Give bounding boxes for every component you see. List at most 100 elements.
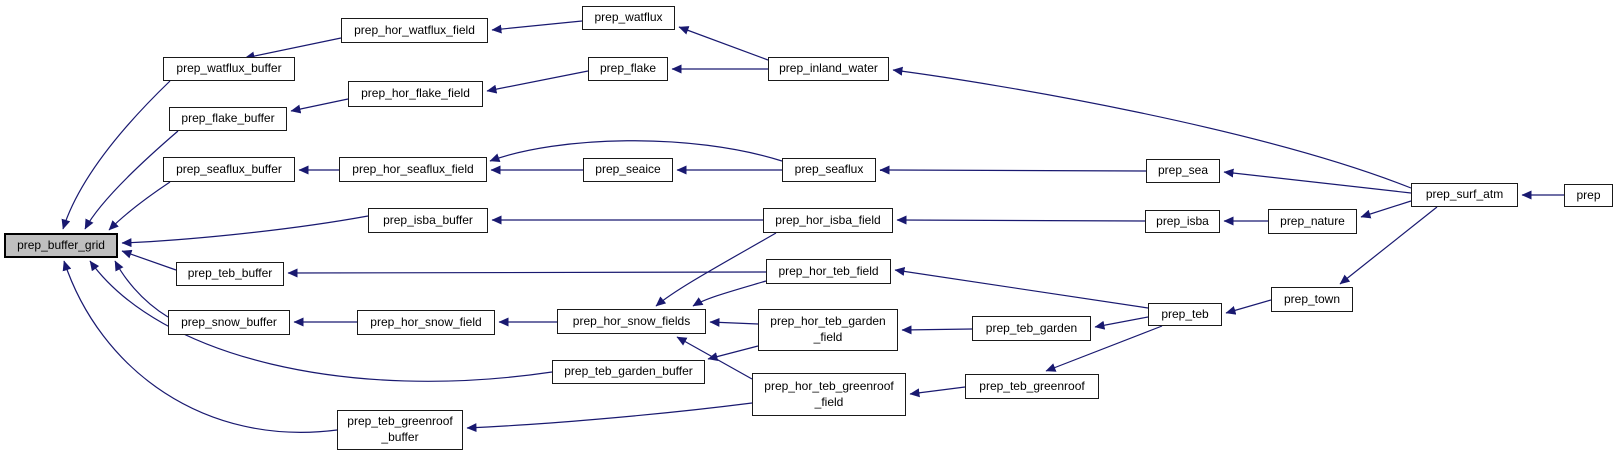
node-label-line: _field [814, 394, 844, 409]
edge-prep_hor_teb_garden_field-to-prep_hor_snow_fields [709, 317, 759, 327]
node-prep_hor_teb_greenroof_field[interactable]: prep_hor_teb_greenroof_field [752, 373, 906, 416]
node-prep_isba[interactable]: prep_isba [1145, 210, 1220, 233]
node-prep_hor_flake_field[interactable]: prep_hor_flake_field [348, 81, 483, 107]
node-label: prep_hor_watflux_field [354, 22, 475, 37]
node-label: prep_teb_greenroof [979, 378, 1085, 393]
edge-prep_surf_atm-to-prep_town [1339, 206, 1438, 285]
node-prep_teb_garden_buffer[interactable]: prep_teb_garden_buffer [552, 360, 705, 384]
node-label: prep_isba [1156, 213, 1209, 228]
edge-prep_inland_water-to-prep_watflux [678, 26, 769, 61]
node-label: prep_town [1283, 291, 1341, 306]
node-prep_hor_snow_fields[interactable]: prep_hor_snow_fields [557, 309, 706, 334]
edge-prep_sea-to-prep_seaflux [879, 165, 1147, 175]
node-label: prep_hor_snow_field [370, 314, 482, 329]
node-label: prep_inland_water [779, 61, 878, 76]
edge-prep_teb-to-prep_teb_garden [1094, 316, 1149, 330]
node-prep_flake[interactable]: prep_flake [588, 57, 668, 81]
node-prep_hor_isba_field[interactable]: prep_hor_isba_field [763, 208, 893, 233]
node-prep_nature[interactable]: prep_nature [1268, 209, 1357, 234]
node-label: prep_teb_buffer [187, 266, 273, 281]
node-label: prep_surf_atm [1425, 187, 1504, 202]
edge-prep_teb_greenroof_buffer-to-prep_buffer_grid [62, 260, 338, 433]
node-prep_seaice[interactable]: prep_seaice [583, 158, 673, 182]
edge-prep_flake_buffer-to-prep_buffer_grid [84, 130, 179, 230]
edge-prep_watflux_buffer-to-prep_buffer_grid [61, 80, 171, 230]
edge-prep_flake-to-prep_hor_flake_field [486, 70, 589, 94]
node-label: prep_sea [1157, 163, 1209, 178]
node-label: prep_teb_garden [985, 320, 1078, 335]
node-label: prep_teb [1161, 306, 1209, 321]
node-prep_surf_atm[interactable]: prep_surf_atm [1411, 183, 1518, 207]
edge-prep_surf_atm-to-prep_inland_water [892, 66, 1412, 189]
edge-prep_teb_garden_buffer-to-prep_buffer_grid [89, 260, 553, 382]
node-prep_hor_snow_field[interactable]: prep_hor_snow_field [357, 310, 495, 335]
edge-prep_teb_buffer-to-prep_buffer_grid [121, 249, 177, 271]
edge-prep_seaflux_buffer-to-prep_buffer_grid [108, 181, 171, 231]
node-prep[interactable]: prep [1564, 184, 1613, 207]
edge-prep_hor_teb_greenroof_field-to-prep_hor_snow_fields [676, 336, 753, 380]
node-prep_hor_teb_field[interactable]: prep_hor_teb_field [766, 259, 891, 284]
node-prep_sea[interactable]: prep_sea [1146, 159, 1220, 183]
node-label: prep_seaflux_buffer [176, 161, 282, 176]
node-prep_snow_buffer[interactable]: prep_snow_buffer [168, 310, 290, 335]
node-prep_teb_garden[interactable]: prep_teb_garden [972, 316, 1091, 341]
node-prep_buffer_grid[interactable]: prep_buffer_grid [4, 233, 118, 258]
edge-prep_hor_watflux_field-to-prep_watflux_buffer [244, 37, 342, 61]
node-label-line: prep_hor_teb_garden [770, 314, 886, 329]
node-prep_flake_buffer[interactable]: prep_flake_buffer [169, 107, 287, 131]
edge-prep_hor_teb_field-to-prep_hor_snow_fields [692, 280, 767, 307]
node-prep_hor_seaflux_field[interactable]: prep_hor_seaflux_field [339, 157, 487, 182]
node-prep_seaflux_buffer[interactable]: prep_seaflux_buffer [163, 157, 295, 182]
node-prep_hor_watflux_field[interactable]: prep_hor_watflux_field [341, 18, 488, 43]
node-label: prep_seaflux [794, 162, 864, 177]
node-prep_isba_buffer[interactable]: prep_isba_buffer [368, 208, 488, 233]
edge-prep_hor_teb_garden_field-to-prep_teb_garden_buffer [707, 345, 759, 361]
edge-prep_hor_flake_field-to-prep_flake_buffer [290, 98, 349, 114]
node-label-line: _buffer [381, 430, 419, 444]
node-label: prep_buffer_grid [17, 237, 105, 252]
node-label: prep_watflux_buffer [176, 61, 282, 76]
node-label: prep_hor_snow_fields [572, 313, 691, 328]
node-prep_seaflux[interactable]: prep_seaflux [782, 158, 876, 182]
edge-prep_surf_atm-to-prep_nature [1360, 200, 1412, 219]
node-label: prep_hor_seaflux_field [352, 161, 474, 176]
node-label-line: prep_hor_teb_greenroof [764, 378, 894, 393]
node-label: prep_hor_flake_field [361, 86, 470, 101]
node-label-line: prep_teb_greenroof [347, 414, 453, 429]
node-label: prep_snow_buffer [181, 314, 277, 329]
node-label: prep_hor_teb_field [778, 263, 879, 278]
node-label: prep_isba_buffer [383, 212, 473, 227]
node-prep_watflux_buffer[interactable]: prep_watflux_buffer [163, 57, 295, 81]
node-label-line: _field [813, 330, 843, 344]
node-prep_hor_teb_garden_field[interactable]: prep_hor_teb_garden_field [758, 309, 898, 351]
node-prep_town[interactable]: prep_town [1271, 287, 1353, 312]
edge-prep_snow_buffer-to-prep_buffer_grid [114, 260, 169, 318]
edge-prep_isba_buffer-to-prep_buffer_grid [121, 215, 369, 248]
edge-prep_teb_garden-to-prep_hor_teb_garden_field [901, 325, 973, 335]
node-prep_teb_greenroof_buffer[interactable]: prep_teb_greenroof_buffer [337, 410, 463, 450]
node-label: prep [1576, 187, 1601, 202]
node-prep_teb_buffer[interactable]: prep_teb_buffer [176, 262, 284, 286]
node-label: prep_nature [1280, 213, 1345, 228]
edge-prep_teb_greenroof-to-prep_hor_teb_greenroof_field [909, 386, 966, 398]
node-prep_teb_greenroof[interactable]: prep_teb_greenroof [965, 374, 1099, 399]
edge-prep_hor_isba_field-to-prep_hor_snow_fields [655, 232, 777, 307]
node-label: prep_seaice [595, 162, 661, 177]
node-label: prep_teb_garden_buffer [564, 364, 693, 379]
node-label: prep_watflux [594, 10, 663, 25]
node-prep_watflux[interactable]: prep_watflux [582, 6, 675, 30]
node-prep_inland_water[interactable]: prep_inland_water [768, 57, 889, 81]
node-label: prep_flake [599, 61, 657, 76]
edge-prep_hor_teb_greenroof_field-to-prep_teb_greenroof_buffer [466, 402, 753, 433]
edge-prep_hor_teb_field-to-prep_teb_buffer [287, 268, 767, 278]
edge-prep_seaflux-to-prep_hor_seaflux_field [489, 140, 783, 162]
edge-prep_teb-to-prep_teb_greenroof [1045, 325, 1163, 372]
edge-prep_surf_atm-to-prep_sea [1223, 168, 1412, 194]
node-label: prep_hor_isba_field [775, 212, 881, 227]
node-prep_teb[interactable]: prep_teb [1148, 303, 1222, 326]
node-label: prep_flake_buffer [181, 111, 275, 126]
edge-prep_watflux-to-prep_hor_watflux_field [491, 20, 583, 34]
edge-prep_teb-to-prep_hor_teb_field [894, 266, 1149, 309]
